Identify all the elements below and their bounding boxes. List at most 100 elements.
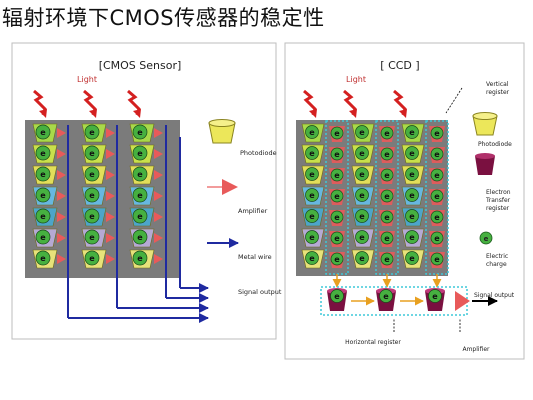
cmos-charge-r5-c1: [35, 208, 51, 224]
cmos-amplifier-r5-c1: [57, 212, 66, 222]
ccd-register-charge-r1-c3: [430, 126, 444, 140]
ccd-lightning-icon-1-tip: [309, 109, 317, 118]
cmos-charge-r6-c3: [132, 229, 148, 245]
cmos-charge-r5-c2-glyph: e: [89, 212, 95, 221]
cmos-charge-r1-c2-glyph: e: [89, 128, 95, 137]
cmos-charge-r7-c1: [35, 250, 51, 266]
cmos-amplifier-r1-c3: [154, 128, 163, 138]
ccd-register-charge-r2-c3-glyph: e: [434, 150, 440, 159]
cmos-lightning-group: [33, 89, 141, 118]
electric-charge-legend-glyph: e: [484, 235, 489, 243]
cmos-charge-r2-c2: [84, 145, 100, 161]
ccd-charge-r7-c2: [355, 251, 369, 265]
ccd-photodiode-legend-rim: [472, 112, 498, 120]
cmos-charge-r3-c3-glyph: e: [137, 170, 143, 179]
cmos-lightning-icon-2-tip: [89, 109, 97, 118]
page-title: 辐射环境下CMOS传感器的稳定性: [2, 6, 325, 30]
ccd-charge-r4-c2-glyph: e: [359, 191, 365, 200]
cmos-charge-r1-c1-glyph: e: [40, 128, 46, 137]
cmos-charge-r5-c3: [132, 208, 148, 224]
ccd-register-charge-r2-c3: [430, 147, 444, 161]
ccd-register-charge-r3-c1: [330, 168, 344, 182]
ccd-register-charge-r7-c3-glyph: e: [434, 255, 440, 264]
cmos-amplifier-r6-c3: [154, 233, 163, 243]
ccd-charge-r2-c1: [305, 146, 319, 160]
cmos-charge-r4-c2: [84, 187, 100, 203]
cmos-amplifier-r2-c2: [106, 149, 115, 159]
ccd-register-charge-r2-c1-glyph: e: [334, 150, 340, 159]
photodiode-legend-rim: [208, 119, 236, 127]
electric-charge-label-1: Electric: [486, 253, 508, 260]
ccd-legend: Vertical register Photodiode Electron Tr…: [445, 81, 512, 268]
ccd-charge-r6-c3-glyph: e: [409, 233, 415, 242]
cmos-amplifier-r2-c1: [57, 149, 66, 159]
cmos-charge-r1-c3-glyph: e: [137, 128, 143, 137]
cmos-charge-r7-c2-glyph: e: [89, 254, 95, 263]
electric-charge-label-2: charge: [486, 261, 507, 268]
cmos-amplifier-r5-c2: [106, 212, 115, 222]
horizontal-register-charge-3-glyph: e: [432, 292, 438, 301]
ccd-register-charge-r4-c3-glyph: e: [434, 192, 440, 201]
electron-transfer-label-1: Electron: [486, 189, 511, 196]
ccd-charge-r2-c2-glyph: e: [359, 149, 365, 158]
ccd-register-charge-r1-c3-glyph: e: [434, 129, 440, 138]
ccd-register-charge-r3-c1-glyph: e: [334, 171, 340, 180]
cmos-amplifier-r7-c2: [106, 254, 115, 264]
ccd-register-charge-r4-c3: [430, 189, 444, 203]
cmos-amplifier-r2-c3: [154, 149, 163, 159]
ccd-register-charge-r5-c1-glyph: e: [334, 213, 340, 222]
ccd-charge-r7-c1: [305, 251, 319, 265]
cmos-charge-r6-c1: [35, 229, 51, 245]
photodiode-legend-label: Photodiode: [240, 149, 277, 157]
ccd-register-charge-r4-c2-glyph: e: [384, 192, 390, 201]
ccd-register-charge-r1-c2: [380, 126, 394, 140]
cmos-charge-r1-c3: [132, 124, 148, 140]
cmos-charge-r3-c3: [132, 166, 148, 182]
ccd-charge-r4-c1: [305, 188, 319, 202]
ccd-register-charge-r5-c2-glyph: e: [384, 213, 390, 222]
ccd-register-charge-r4-c2: [380, 189, 394, 203]
cmos-charge-r2-c2-glyph: e: [89, 149, 95, 158]
cmos-amplifier-r6-c2: [106, 233, 115, 243]
cmos-amplifier-r6-c1: [57, 233, 66, 243]
ccd-charge-r3-c1: [305, 167, 319, 181]
cmos-charge-r2-c1-glyph: e: [40, 149, 46, 158]
ccd-register-charge-r6-c2: [380, 231, 394, 245]
ccd-charge-r7-c2-glyph: e: [359, 254, 365, 263]
cmos-charge-r4-c1-glyph: e: [40, 191, 46, 200]
cmos-amplifier-r5-c3: [154, 212, 163, 222]
ccd-charge-r4-c2: [355, 188, 369, 202]
horizontal-register-charge-2-glyph: e: [383, 292, 389, 301]
ccd-charge-r3-c1-glyph: e: [309, 170, 315, 179]
ccd-charge-r2-c3: [405, 146, 419, 160]
ccd-register-charge-r6-c3-glyph: e: [434, 234, 440, 243]
ccd-register-charge-r3-c3: [430, 168, 444, 182]
cmos-charge-r5-c3-glyph: e: [137, 212, 143, 221]
metal-wire-legend-label: Metal wire: [238, 253, 272, 261]
cmos-amplifier-r4-c3: [154, 191, 163, 201]
ccd-register-charge-r3-c2-glyph: e: [384, 171, 390, 180]
ccd-charge-r2-c3-glyph: e: [409, 149, 415, 158]
ccd-charge-r6-c2-glyph: e: [359, 233, 365, 242]
ccd-charge-r7-c3: [405, 251, 419, 265]
electric-charge-legend-icon: [479, 231, 493, 245]
ccd-amplifier-label: Amplifier: [462, 346, 490, 353]
amplifier-legend-label: Amplifier: [238, 207, 268, 215]
cmos-charge-r4-c2-glyph: e: [89, 191, 95, 200]
ccd-charge-r1-c1-glyph: e: [309, 128, 315, 137]
ccd-charge-r5-c1-glyph: e: [309, 212, 315, 221]
cmos-lightning-icon-1-tip: [39, 109, 47, 118]
cmos-amplifier-r1-c2: [106, 128, 115, 138]
ccd-charge-r5-c1: [305, 209, 319, 223]
ccd-charge-r1-c2: [355, 125, 369, 139]
ccd-charge-r7-c1-glyph: e: [309, 254, 315, 263]
ccd-register-charge-r7-c3: [430, 252, 444, 266]
vertical-register-label-2: register: [486, 89, 510, 96]
ccd-lightning-icon-2-tip: [349, 109, 357, 118]
cmos-charge-r3-c2-glyph: e: [89, 170, 95, 179]
ccd-register-charge-r1-c1: [330, 126, 344, 140]
